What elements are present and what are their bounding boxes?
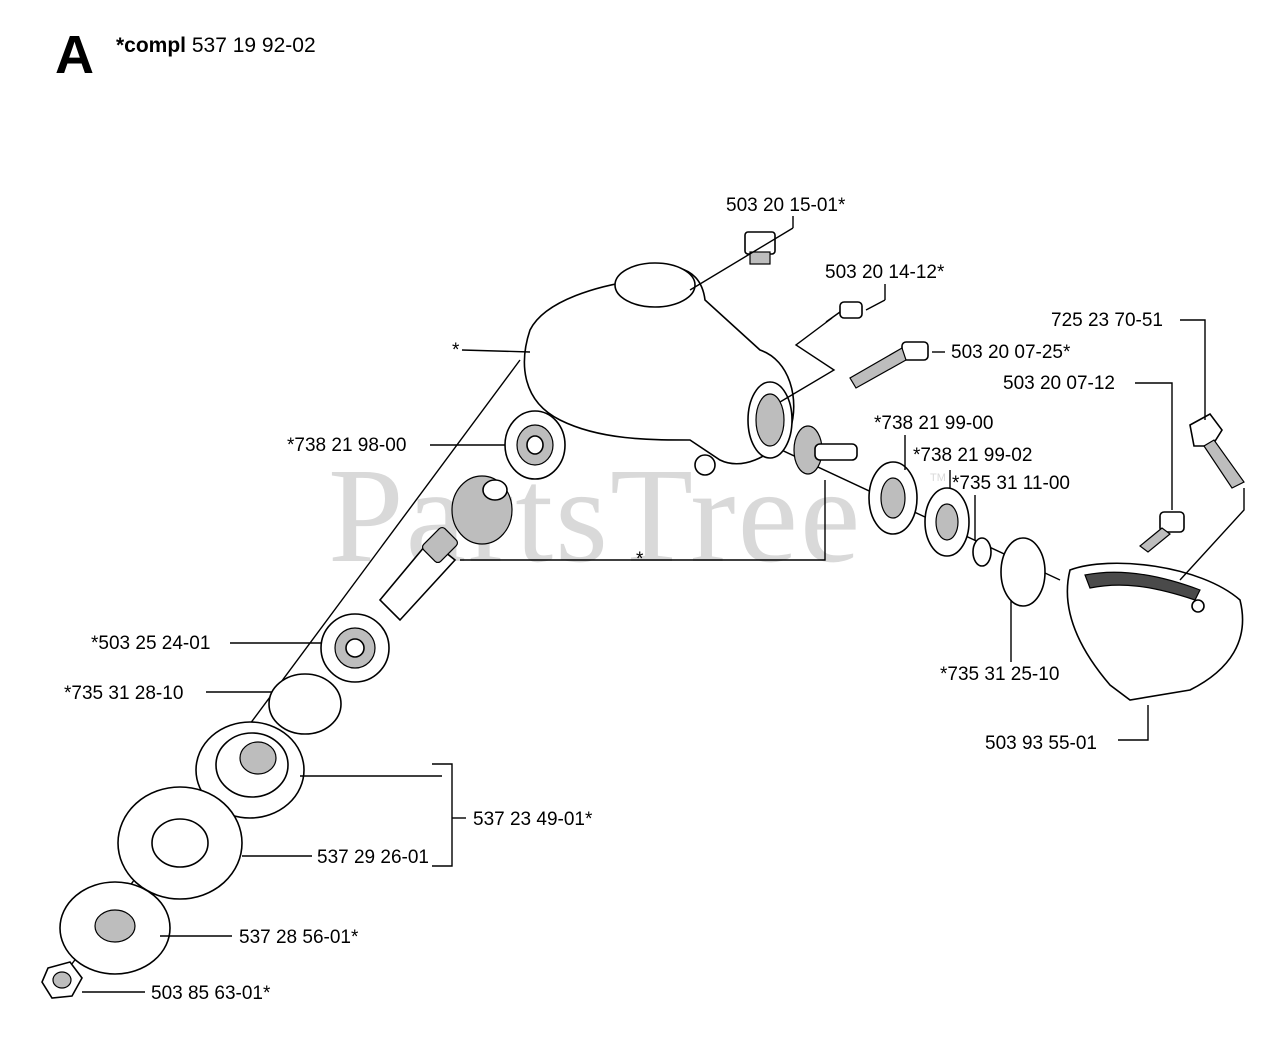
section-letter: A bbox=[55, 25, 94, 85]
bearing-738219900 bbox=[868, 461, 918, 535]
part-label-725237051[interactable]: 725 23 70-51 bbox=[1051, 310, 1163, 331]
circlip-735311100 bbox=[972, 537, 992, 567]
part-label-738219900[interactable]: *738 21 99-00 bbox=[874, 413, 994, 434]
support-cup bbox=[117, 786, 243, 900]
bearing-738219902 bbox=[924, 487, 970, 557]
part-label-537285601[interactable]: 537 28 56-01* bbox=[239, 927, 359, 948]
part-label-537292601[interactable]: 537 29 26-01 bbox=[317, 847, 429, 868]
bearing-738219800 bbox=[504, 410, 566, 480]
part-label-503201501[interactable]: 503 20 15-01* bbox=[726, 195, 846, 216]
part-label-735312810[interactable]: *735 31 28-10 bbox=[64, 683, 184, 704]
pinion-gear bbox=[793, 425, 858, 475]
circlip-735312810 bbox=[268, 673, 342, 735]
compl-part-number: 537 19 92-02 bbox=[191, 34, 316, 57]
part-label-735312510[interactable]: *735 31 25-10 bbox=[940, 664, 1060, 685]
screw-503200712 bbox=[1139, 511, 1185, 553]
watermark-trademark: TM bbox=[930, 472, 946, 484]
part-label-503935501[interactable]: 503 93 55-01 bbox=[985, 733, 1097, 754]
plug-screw bbox=[744, 231, 776, 265]
part-label-735311100[interactable]: *735 31 11-00 bbox=[952, 473, 1070, 494]
compl-prefix: *compl bbox=[116, 34, 187, 57]
screw-short bbox=[825, 301, 863, 323]
part-label-503200712[interactable]: 503 20 07-12 bbox=[1003, 373, 1115, 394]
part-label-503252401[interactable]: *503 25 24-01 bbox=[91, 633, 211, 654]
part-label-503856301[interactable]: 503 85 63-01* bbox=[151, 983, 271, 1004]
guard bbox=[1066, 562, 1244, 701]
part-label-503201412[interactable]: 503 20 14-12* bbox=[825, 262, 945, 283]
part-label-503200725[interactable]: 503 20 07-25* bbox=[951, 342, 1071, 363]
part-label-housing[interactable]: * bbox=[452, 340, 460, 361]
assembly-title: *compl 537 19 92-02 bbox=[116, 34, 316, 58]
bolt-725237051 bbox=[1189, 412, 1245, 489]
part-label-738219902[interactable]: *738 21 99-02 bbox=[913, 445, 1033, 466]
gear-shaft bbox=[378, 475, 513, 622]
screw-long bbox=[849, 341, 929, 389]
washer bbox=[59, 881, 171, 975]
leader-lines bbox=[82, 216, 1245, 993]
part-label-537234901[interactable]: 537 23 49-01* bbox=[473, 809, 593, 830]
part-label-738219800[interactable]: *738 21 98-00 bbox=[287, 435, 407, 456]
bearing-503252401 bbox=[320, 613, 390, 683]
nut bbox=[41, 961, 83, 999]
part-label-shaft[interactable]: * bbox=[636, 549, 644, 570]
flange bbox=[195, 721, 305, 819]
circlip-735312510 bbox=[1000, 537, 1046, 607]
